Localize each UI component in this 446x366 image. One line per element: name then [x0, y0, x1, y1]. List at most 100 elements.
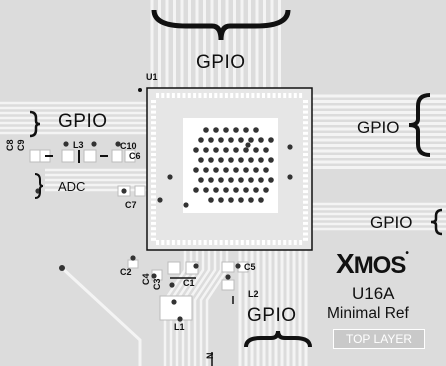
- via: [228, 177, 234, 183]
- part-name: U16A: [352, 284, 395, 303]
- pad: [303, 158, 308, 162]
- refdes-u1: U1: [146, 72, 158, 82]
- gpio-right-lower-brace-shape: [430, 208, 443, 236]
- pad: [219, 93, 223, 98]
- pad: [151, 211, 156, 215]
- via: [157, 197, 163, 203]
- pad: [267, 240, 271, 245]
- via: [243, 167, 249, 173]
- pad: [151, 105, 156, 109]
- via: [198, 137, 204, 143]
- via: [208, 197, 214, 203]
- pad: [214, 93, 218, 98]
- via: [193, 263, 199, 269]
- via: [253, 187, 259, 193]
- via: [263, 167, 269, 173]
- pad: [303, 168, 308, 172]
- gpio-bottom-label: GPIO: [247, 305, 297, 326]
- gpio-bottom-brace-shape: [244, 330, 312, 348]
- via: [218, 197, 224, 203]
- pad: [151, 179, 156, 183]
- pad: [151, 195, 156, 199]
- via: [243, 187, 249, 193]
- trace-bottom-bend: [169, 250, 193, 366]
- pad: [235, 93, 239, 98]
- gpio-right-upper-brace-shape: [408, 93, 431, 157]
- trace-diagonal: [60, 266, 142, 366]
- pad: [151, 200, 156, 204]
- via: [233, 127, 239, 133]
- via: [91, 141, 97, 147]
- gpio-right-lower-label: GPIO: [370, 213, 413, 232]
- pad: [303, 131, 308, 135]
- via: [223, 147, 229, 153]
- board-subtitle: Minimal Ref: [327, 305, 409, 322]
- refdes-c9: C9: [16, 139, 26, 151]
- pad: [235, 240, 239, 245]
- component-pad: [83, 149, 97, 163]
- via: [213, 147, 219, 153]
- pad: [303, 195, 308, 199]
- pad: [166, 240, 170, 245]
- refdes-c4: C4: [141, 273, 151, 285]
- via: [208, 137, 214, 143]
- pad: [224, 240, 228, 245]
- via: [203, 187, 209, 193]
- xmos-logo-rest: MOS: [353, 252, 407, 279]
- pad: [256, 93, 260, 98]
- refdes-c7: C7: [125, 200, 137, 210]
- pad: [246, 93, 250, 98]
- component-pad: [29, 149, 41, 163]
- via: [63, 141, 69, 147]
- pad: [166, 93, 170, 98]
- via: [248, 137, 254, 143]
- pad: [151, 100, 156, 103]
- pad: [151, 153, 156, 156]
- via: [248, 157, 254, 163]
- pad: [198, 240, 202, 245]
- pad: [156, 93, 159, 98]
- via: [243, 127, 249, 133]
- via: [287, 144, 293, 150]
- pad: [187, 93, 191, 98]
- component-pad: [111, 149, 123, 163]
- via: [243, 147, 249, 153]
- via: [193, 147, 199, 153]
- pad: [251, 240, 255, 245]
- pad: [209, 93, 212, 98]
- pad: [171, 240, 175, 245]
- gpio-top-brace: [150, 4, 292, 44]
- trace-bottom-bend: [175, 250, 199, 366]
- refdes-l3: L3: [73, 140, 84, 150]
- pad: [224, 93, 228, 98]
- pad: [171, 93, 175, 98]
- pad: [303, 121, 308, 125]
- pad: [303, 147, 308, 151]
- via: [248, 197, 254, 203]
- pad: [151, 168, 156, 172]
- pad: [303, 105, 308, 109]
- refdes-n: N: [205, 352, 215, 360]
- component-pad: [61, 149, 75, 163]
- pad: [288, 240, 292, 245]
- pad: [151, 121, 156, 125]
- via: [198, 157, 204, 163]
- via: [193, 167, 199, 173]
- pad: [283, 240, 287, 245]
- u1-pin1-mark: [138, 88, 142, 92]
- pad: [303, 216, 308, 220]
- pad: [303, 179, 308, 183]
- pad: [303, 174, 308, 178]
- component-pad: [159, 295, 193, 321]
- gpio-left-brace-shape: [29, 110, 41, 138]
- pad: [151, 131, 156, 135]
- refdes-l2: L2: [248, 289, 259, 299]
- component-pad: [124, 149, 136, 163]
- pad: [303, 184, 308, 188]
- via: [121, 188, 127, 194]
- pad: [151, 147, 156, 151]
- pad: [299, 240, 303, 245]
- via: [59, 265, 65, 271]
- pad: [303, 200, 308, 204]
